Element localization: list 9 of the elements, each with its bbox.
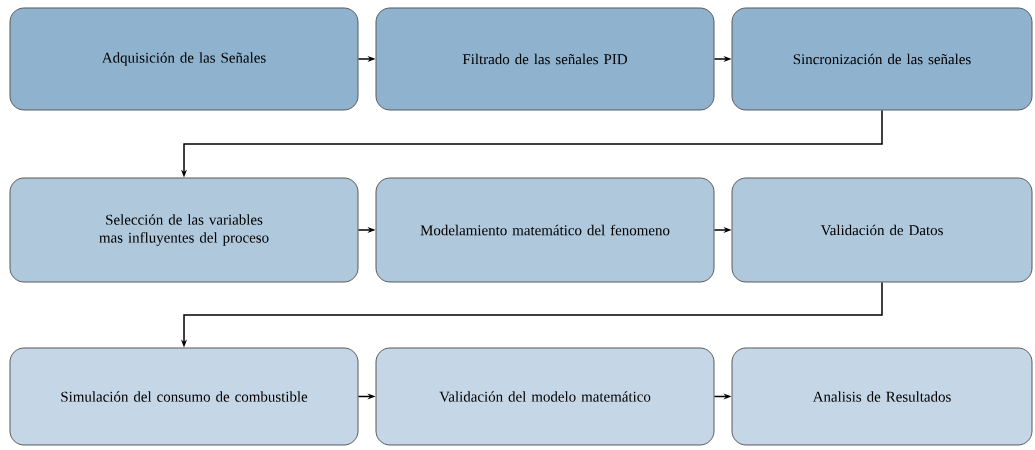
process-box: Validación de Datos [731,177,1033,283]
process-box: Filtrado de las señales PID [375,7,715,111]
process-box: Selección de las variables mas influyentes del proceso [9,177,359,283]
process-box: Analisis de Resultados [731,347,1033,446]
process-box: Simulación del consumo de combustible [9,347,359,446]
process-box: Sincronización de las señales [731,7,1033,111]
process-box: Modelamiento matemático del fenomeno [375,177,715,283]
process-box: Adquisición de las Señales [9,7,359,111]
process-box: Validación del modelo matemático [375,347,715,446]
